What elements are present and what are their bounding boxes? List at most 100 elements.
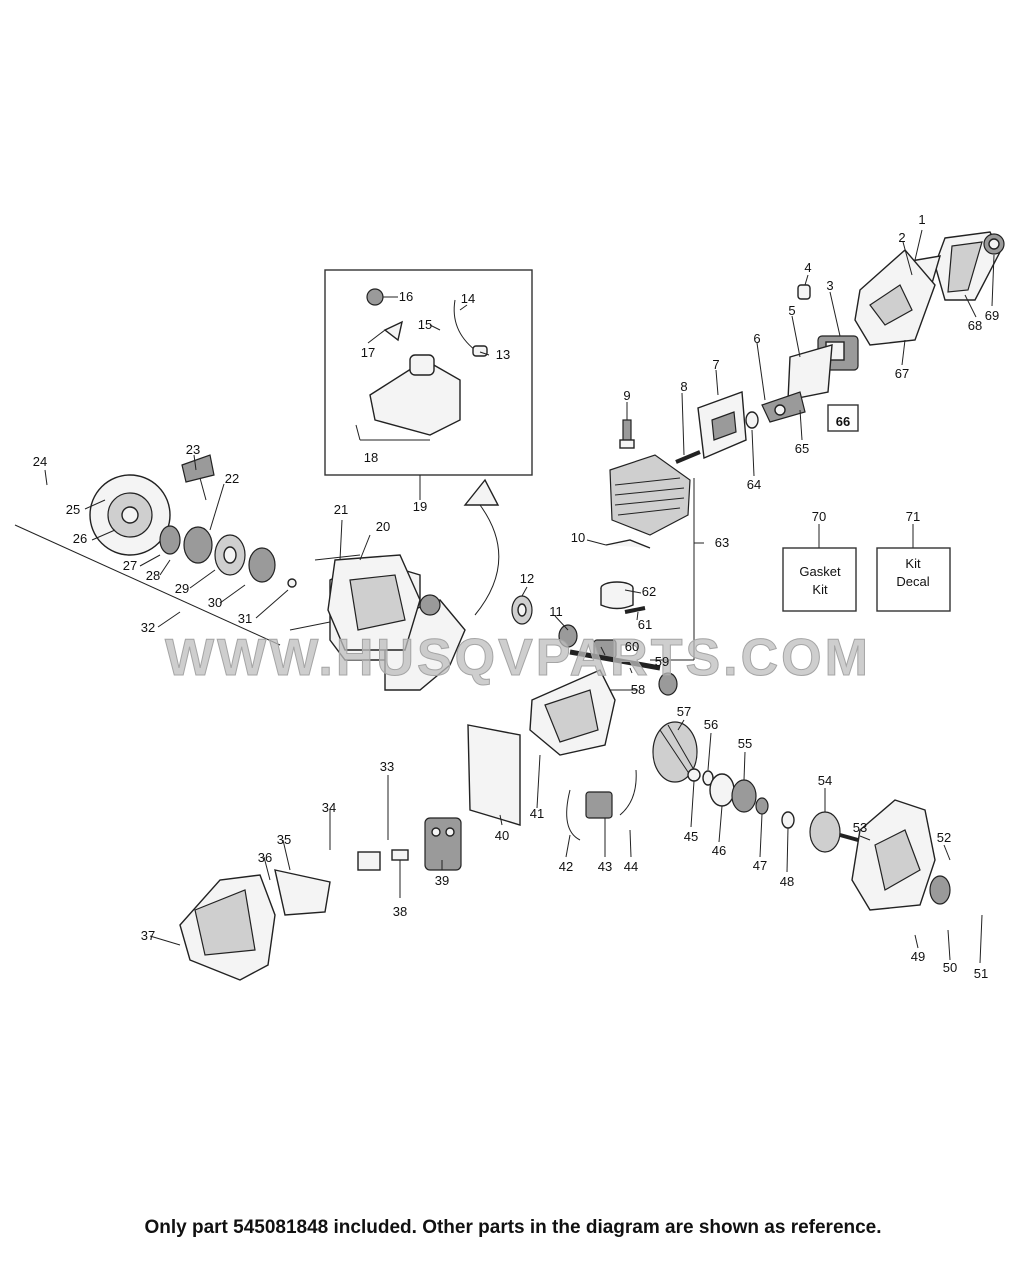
callout-21: 21 — [334, 502, 348, 517]
flywheel-nut-part — [702, 770, 714, 786]
flywheel-part — [652, 721, 698, 783]
air-filter-housing-part — [854, 249, 936, 346]
crankcase-part — [529, 669, 616, 756]
gasket-kit-box: Gasket Kit — [782, 547, 857, 612]
footer-note: Only part 545081848 included. Other part… — [144, 1217, 882, 1238]
callout-46: 46 — [712, 843, 726, 858]
inset-arrow — [474, 504, 500, 616]
callout-36: 36 — [258, 850, 272, 865]
engine-cover-part — [327, 554, 421, 651]
heat-shield-part — [827, 404, 859, 432]
cylinder-gasket-part — [605, 539, 651, 549]
callout-43: 43 — [598, 859, 612, 874]
insulator-plate-part — [697, 391, 747, 460]
callout-26: 26 — [73, 531, 87, 546]
callout-58: 58 — [631, 682, 645, 697]
callout-59: 59 — [655, 654, 669, 669]
callout-8: 8 — [680, 379, 687, 394]
clutch-housing-part — [851, 799, 951, 911]
piston-pin-part — [624, 606, 646, 614]
callout-27: 27 — [123, 558, 137, 573]
starter-handle-part — [181, 454, 215, 501]
clutch-drum-part — [809, 811, 859, 853]
starter-screw-part — [287, 578, 297, 588]
callout-14: 14 — [461, 291, 475, 306]
callout-6: 6 — [753, 331, 760, 346]
callout-48: 48 — [780, 874, 794, 889]
callout-32: 32 — [141, 620, 155, 635]
spark-plug-wire-part — [566, 789, 581, 841]
callout-20: 20 — [376, 519, 390, 534]
piston-part — [600, 581, 634, 610]
clutch-part — [731, 779, 757, 813]
callout-10: 10 — [571, 530, 585, 545]
cylinder-part — [609, 454, 691, 536]
callout-12: 12 — [520, 571, 534, 586]
starter-housing-part — [89, 474, 171, 556]
kit-decal-line2: Decal — [896, 574, 929, 589]
kit-decal-box: Kit Decal — [876, 547, 951, 612]
callout-4: 4 — [804, 260, 811, 275]
callout-63: 63 — [715, 535, 729, 550]
o-ring-part — [745, 411, 759, 429]
callout-2: 2 — [898, 230, 905, 245]
callout-41: 41 — [530, 806, 544, 821]
callout-54: 54 — [818, 773, 832, 788]
callout-44: 44 — [624, 859, 638, 874]
spark-plug-part — [619, 419, 635, 449]
callout-60: 60 — [625, 639, 639, 654]
callout-9: 9 — [623, 388, 630, 403]
callout-64: 64 — [747, 477, 761, 492]
callout-31: 31 — [238, 611, 252, 626]
callout-69: 69 — [985, 308, 999, 323]
clutch-plate-part — [709, 773, 735, 807]
callout-50: 50 — [943, 960, 957, 975]
callout-numbers: 1234567891011121314151617181920212223242… — [33, 212, 999, 981]
ignition-module-part — [585, 791, 613, 819]
callout-1: 1 — [918, 212, 925, 227]
engine-shroud-part — [179, 874, 276, 981]
leader-lines — [44, 229, 995, 964]
callout-18: 18 — [364, 450, 378, 465]
callout-65: 65 — [795, 441, 809, 456]
callout-23: 23 — [186, 442, 200, 457]
starter-pulley-part — [214, 534, 246, 576]
bearing-right-part — [658, 672, 678, 696]
callout-71: 71 — [906, 509, 920, 524]
starter-assembly-bracket — [14, 524, 281, 646]
heat-deflector-part — [467, 724, 521, 826]
air-filter-cover-part — [934, 231, 1001, 301]
watermark-text: WWW.HUSQVPARTS.COM — [165, 629, 871, 687]
callout-17: 17 — [361, 345, 375, 360]
rewind-spring-part — [183, 526, 213, 564]
spacer-part — [781, 811, 795, 829]
cylinder-bolt-part — [675, 450, 701, 464]
callout-67: 67 — [895, 366, 909, 381]
starter-pawl-plate-part — [248, 547, 276, 583]
spark-arrestor-part — [357, 851, 381, 871]
muffler-part — [424, 817, 462, 871]
primer-bulb-part — [797, 284, 811, 300]
gasket-kit-line1: Gasket — [799, 564, 841, 579]
fuel-tank-inset — [324, 269, 533, 476]
callout-28: 28 — [146, 568, 160, 583]
callout-30: 30 — [208, 595, 222, 610]
callout-51: 51 — [974, 966, 988, 981]
callout-49: 49 — [911, 949, 925, 964]
callout-3: 3 — [826, 278, 833, 293]
flywheel-washer-part — [687, 768, 701, 782]
callout-52: 52 — [937, 830, 951, 845]
gasket-kit-line2: Kit — [812, 582, 828, 597]
callout-15: 15 — [418, 317, 432, 332]
callout-42: 42 — [559, 859, 573, 874]
callout-40: 40 — [495, 828, 509, 843]
callout-33: 33 — [380, 759, 394, 774]
callout-19: 19 — [413, 499, 427, 514]
muffler-shield-part — [274, 869, 331, 916]
callout-47: 47 — [753, 858, 767, 873]
callout-24: 24 — [33, 454, 47, 469]
inset-arrow-head — [463, 478, 500, 506]
callout-35: 35 — [277, 832, 291, 847]
callout-34: 34 — [322, 800, 336, 815]
